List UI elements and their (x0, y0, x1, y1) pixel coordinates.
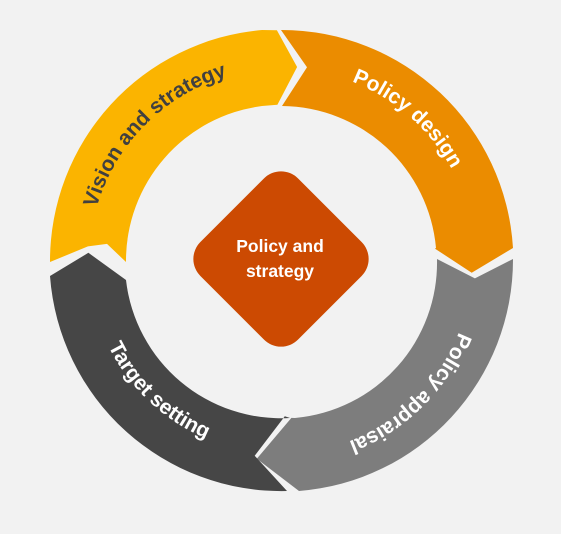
center-label-line1: Policy and (236, 236, 324, 256)
segment-policy-design-shape (281, 29, 513, 273)
center-diamond-shape (193, 171, 369, 347)
segment-policy-appraisal-shape (256, 259, 514, 491)
center-label-line2: strategy (246, 261, 314, 281)
segment-vision-and-strategy-shape (49, 30, 298, 262)
center-diamond: Policy and strategy (193, 171, 369, 347)
segment-target-setting-shape (50, 252, 290, 492)
